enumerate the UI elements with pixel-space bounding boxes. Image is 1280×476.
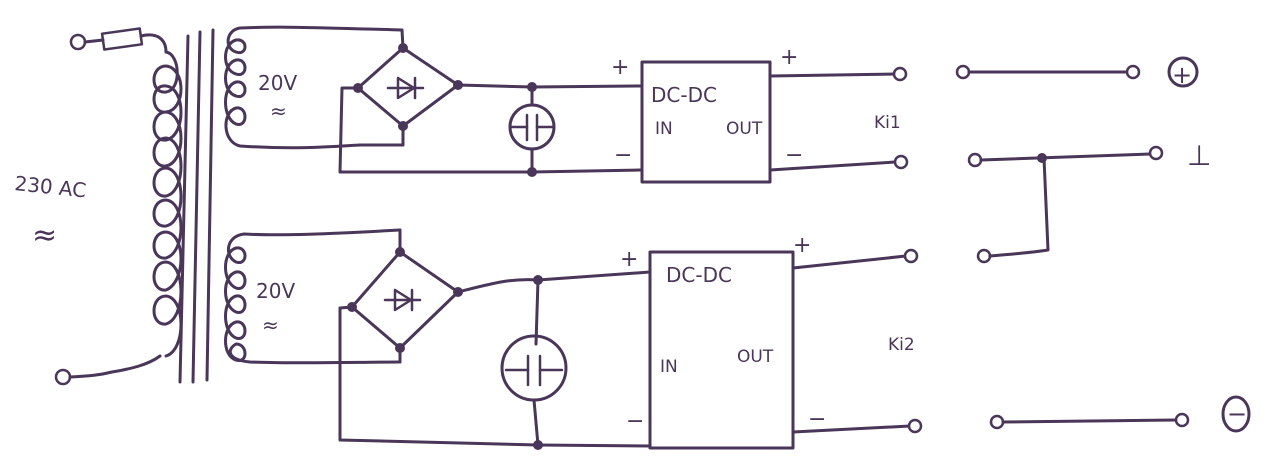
secondary-winding-2: 20V ≈ <box>224 228 402 365</box>
positive-output-symbol: + <box>1172 61 1192 89</box>
converter-2-out-minus: − <box>808 407 826 432</box>
output-pin-ground <box>1148 145 1164 161</box>
converter-1-title: DC-DC <box>651 83 717 107</box>
converter-2-out-plus: + <box>793 233 811 258</box>
transformer-core <box>178 28 215 384</box>
primary-winding: 230 AC ≈ <box>13 50 183 358</box>
connector-1-pin-minus <box>893 154 909 170</box>
negative-output-symbol: − <box>1227 400 1247 428</box>
connector-2-pin-plus <box>903 248 919 264</box>
dc-dc-converter-1: DC-DC IN OUT + − + − Ki1 <box>611 45 901 184</box>
output-pin-positive <box>1125 64 1141 80</box>
mating-pin-2 <box>967 152 983 168</box>
primary-voltage-label: 230 AC <box>13 171 87 202</box>
secondary-winding-1: 20V ≈ <box>224 25 404 150</box>
bridge-rectifier-1 <box>338 28 642 174</box>
converter-1-out-plus: + <box>780 45 798 70</box>
ground-output-symbol: ⊥ <box>1187 139 1211 172</box>
bridge-rectifier-2 <box>338 228 652 448</box>
converter-1-out-minus: − <box>785 143 803 168</box>
secondary-2-voltage-label: 20V <box>256 279 295 303</box>
converter-1-in-plus: + <box>611 55 629 80</box>
capacitor-1 <box>508 82 556 177</box>
connector-1-pin-plus <box>892 66 908 82</box>
fuse <box>100 27 144 51</box>
mains-input <box>54 27 168 386</box>
converter-1-out-label: OUT <box>726 119 763 139</box>
secondary-2-ac-symbol: ≈ <box>262 313 279 337</box>
output-pin-negative <box>1174 412 1190 428</box>
converter-1-in-label: IN <box>655 119 673 139</box>
dc-dc-converter-2: DC-DC IN OUT + − + − Ki2 <box>620 233 915 450</box>
mating-pin-3 <box>976 248 992 264</box>
connector-2-label: Ki2 <box>888 335 915 355</box>
converter-2-in-minus: − <box>626 409 644 434</box>
mating-pin-4 <box>989 414 1005 430</box>
output-symbols: + ⊥ − <box>1167 56 1251 433</box>
primary-ac-symbol: ≈ <box>32 218 57 253</box>
secondary-1-ac-symbol: ≈ <box>270 99 287 123</box>
converter-2-in-label: IN <box>660 357 678 377</box>
converter-2-title: DC-DC <box>666 263 732 287</box>
converter-1-in-minus: − <box>614 143 632 168</box>
secondary-1-voltage-label: 20V <box>258 71 297 95</box>
converter-2-out-label: OUT <box>737 347 774 367</box>
mains-terminal-top <box>69 33 87 51</box>
connector-1-label: Ki1 <box>874 113 901 133</box>
mating-pin-1 <box>955 64 971 80</box>
connector-2-pin-minus <box>907 418 923 434</box>
mains-terminal-bottom <box>54 368 72 386</box>
output-connectors <box>892 64 1190 434</box>
capacitor-2 <box>500 275 568 450</box>
converter-2-in-plus: + <box>620 247 638 272</box>
